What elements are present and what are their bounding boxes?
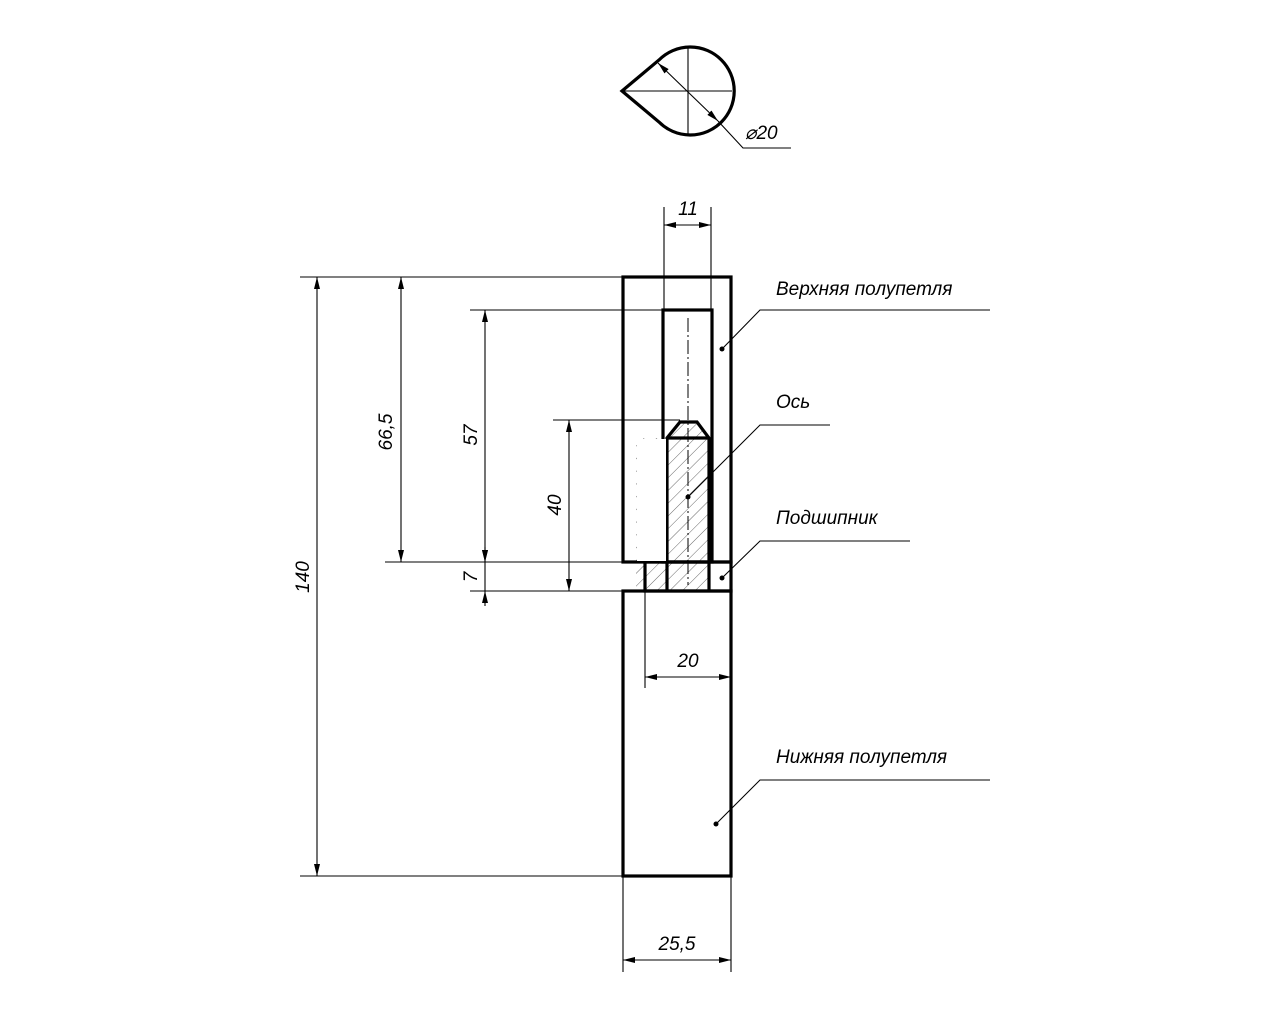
dim-total-height: 140: [293, 561, 314, 593]
dim-bore-depth: 57: [461, 423, 482, 446]
front-section: [621, 275, 733, 878]
diameter-label: ⌀20: [745, 123, 778, 144]
label-axis: Ось: [776, 392, 810, 413]
dim-bore-width: 11: [678, 199, 698, 220]
dim-outer-width: 25,5: [658, 934, 696, 955]
top-view: ⌀20: [619, 45, 791, 149]
label-upper-half: Верхняя полупетля: [776, 279, 952, 300]
label-bearing: Подшипник: [776, 508, 879, 529]
dim-upper-half: 66,5: [376, 413, 397, 450]
lower-half-body: [621, 589, 733, 878]
dim-axis-length: 40: [545, 494, 566, 516]
dimensions: 140 66,5 57 40 7 11 20 25,5: [293, 199, 732, 972]
diameter-dimension: [657, 62, 719, 122]
diameter-leader: [717, 120, 791, 149]
label-lower-half: Нижняя полупетля: [776, 747, 947, 768]
dim-bearing-height: 7: [461, 570, 482, 582]
teardrop-outline: [619, 45, 736, 137]
dim-bearing-width: 20: [676, 651, 699, 672]
leader-labels: Верхняя полупетля Ось Подшипник Нижняя п…: [685, 279, 990, 827]
